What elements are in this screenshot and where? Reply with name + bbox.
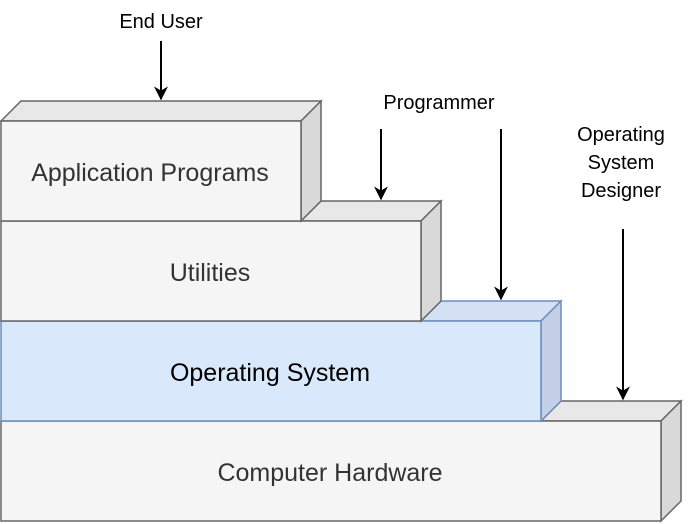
os-designer-label-line2: System (588, 152, 655, 174)
programmer-label: Programmer (383, 92, 494, 114)
utilities-front (0, 220, 422, 322)
application-programs-label: Application Programs (31, 159, 269, 187)
utilities-label: Utilities (170, 259, 251, 287)
utilities-block: Utilities (0, 199, 443, 323)
application-programs-top (0, 100, 323, 122)
application-programs-front (0, 120, 302, 222)
utilities-side (420, 199, 442, 323)
operating-system-block: Operating System (0, 299, 563, 423)
computer-hardware-side (660, 399, 682, 523)
utilities-top (299, 200, 443, 222)
operating-system-label: Operating System (170, 359, 370, 387)
computer-hardware-front (0, 420, 662, 522)
end-user-label: End User (119, 11, 203, 33)
operating-system-side (540, 299, 562, 423)
os-designer-label-line1: Operating (577, 124, 665, 146)
os-designer-label-line3: Designer (581, 180, 661, 202)
application-programs-block: Application Programs (0, 99, 323, 223)
operating-system-top (419, 300, 563, 322)
computer-hardware-label: Computer Hardware (217, 459, 442, 487)
application-programs-side (300, 99, 322, 223)
computer-hardware-block: Computer Hardware (0, 399, 683, 523)
computer-hardware-top (539, 400, 683, 422)
